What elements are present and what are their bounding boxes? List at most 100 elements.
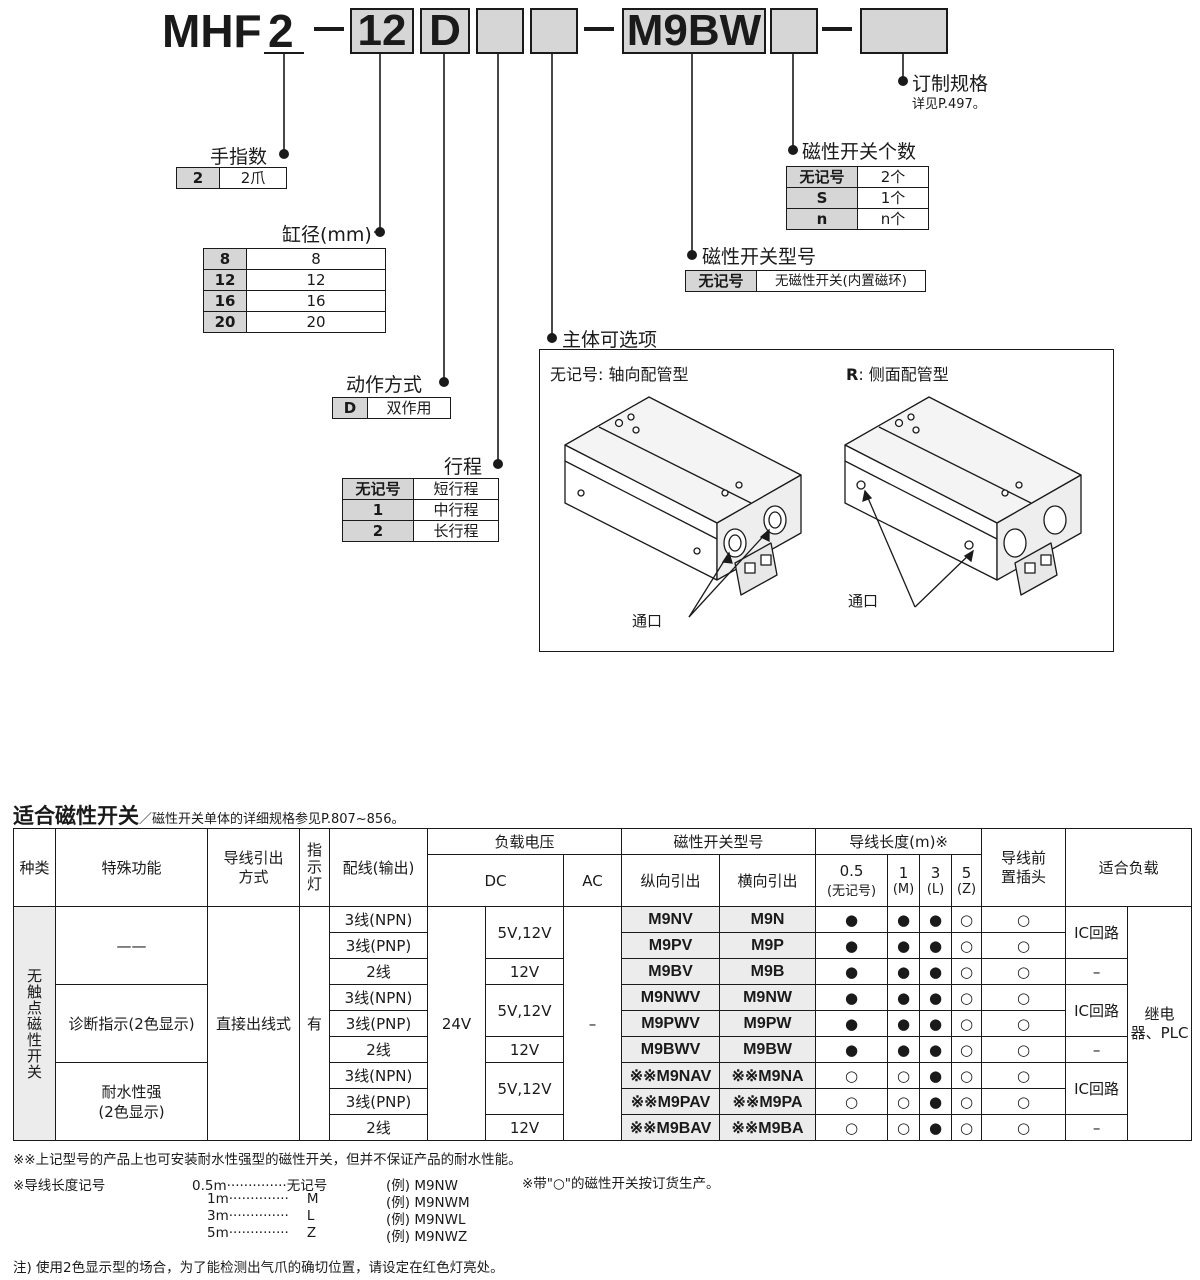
stroke-title: 行程 [444, 456, 483, 478]
len3-mark: ● [919, 1036, 953, 1063]
model-inline: M9PW [719, 1010, 817, 1037]
voltage-cell: 12V [485, 1036, 564, 1063]
stroke-code-box [476, 8, 524, 54]
custom-note: 详见P.497。 [912, 97, 986, 112]
option-value: 双作用 [367, 397, 451, 419]
load-cell: – [1065, 958, 1129, 985]
col-connector-text: 导线前置插头 [1001, 848, 1047, 886]
option-code: 2 [342, 520, 414, 542]
len05-mark: ○ [815, 1062, 889, 1089]
switch-table-title: 适合磁性开关 [13, 804, 139, 828]
option-code: 12 [203, 269, 247, 291]
option-code: 8 [203, 248, 247, 270]
option-value: 16 [246, 290, 386, 312]
custom-dot [898, 76, 908, 86]
option-value: 长行程 [413, 520, 499, 542]
port-label-right: 通口 [848, 592, 879, 610]
lead-len: 5m [207, 1225, 229, 1241]
custom-title: 订制规格 [912, 73, 989, 95]
switch-count-title: 磁性开关个数 [802, 141, 917, 163]
len5-sub: (Z) [957, 882, 977, 897]
footnote-2color: 注) 使用2色显示型的场合，为了能检测出气爪的确切位置，请设定在红色灯亮处。 [13, 1260, 504, 1276]
body-option-dot [547, 333, 557, 343]
col-entry: 导线引出方式 [207, 828, 300, 907]
ac-cell: – [562, 906, 623, 1141]
len05-mark: ● [815, 1036, 889, 1063]
model-perp: M9NV [621, 906, 721, 933]
model-inline: M9NW [719, 984, 817, 1011]
col-dc: DC [427, 854, 564, 907]
type-cell: 无触点磁性开关 [13, 906, 56, 1141]
col-wiring: 配线(输出) [329, 828, 428, 907]
lead-dots: ·············· [228, 1225, 289, 1241]
table-row: D 双作用 [332, 397, 451, 419]
model-perp: ※※M9BAV [621, 1114, 721, 1141]
switch-table: 种类 特殊功能 导线引出方式 指示灯 配线(输出) 负载电压 磁性开关型号 导线… [13, 828, 1193, 1141]
len3-mark: ● [919, 984, 953, 1011]
wiring-cell: 3线(PNP) [329, 1088, 428, 1115]
lead-dots: ·············· [226, 1178, 287, 1194]
switch-table-heading: 适合磁性开关／磁性开关单体的详细规格参见P.807~856。 [13, 800, 404, 830]
len05-mark: ● [815, 906, 889, 933]
dash-2 [584, 27, 614, 31]
option-code: n [786, 208, 858, 230]
len05-mark: ● [815, 984, 889, 1011]
lead-code: 无记号 [286, 1178, 328, 1194]
body-option-box [539, 349, 1114, 652]
bore-code-box: 12 [350, 8, 414, 54]
lead-len: 0.5m [192, 1178, 227, 1194]
option-value: 无磁性开关(内置磁环) [756, 270, 926, 292]
wiring-cell: 3线(PNP) [329, 1010, 428, 1037]
col-entry-text: 导线引出方式 [223, 848, 284, 886]
connector-mark: ○ [981, 1062, 1067, 1089]
len05-mark: ○ [815, 1088, 889, 1115]
model-perp: M9NWV [621, 984, 721, 1011]
len05-mark: ● [815, 958, 889, 985]
len5-mark: ○ [951, 1114, 983, 1141]
custom-code-box [860, 8, 948, 54]
option-code: S [786, 187, 858, 209]
body-option-code-box [530, 8, 578, 54]
len5-mark: ○ [951, 1088, 983, 1115]
axial-text: : 轴向配管型 [598, 365, 689, 384]
lead-dots: ·············· [228, 1191, 289, 1207]
voltage-cell: 5V,12V [485, 1062, 564, 1115]
len3-mark: ● [919, 958, 953, 985]
option-code: 无记号 [685, 270, 757, 292]
len3-mark: ● [919, 1114, 953, 1141]
option-code: 20 [203, 311, 247, 333]
option-value: 中行程 [413, 499, 499, 521]
fingers-code: 2 [268, 5, 294, 57]
side-text: : 侧面配管型 [858, 365, 949, 384]
side-code: R [846, 365, 859, 384]
side-gripper-drawing [844, 396, 1082, 596]
option-value: 短行程 [413, 478, 499, 500]
lead-code: L [306, 1208, 315, 1224]
action-code-box: D [420, 8, 470, 54]
col-inline: 横向引出 [719, 854, 817, 907]
table-row: 无记号短行程 [342, 478, 499, 500]
lead-len: 3m [207, 1208, 229, 1224]
model-inline: ※※M9PA [719, 1088, 817, 1115]
col-lead: 导线长度(m)※ [815, 828, 983, 855]
len1-mark: ● [887, 1036, 921, 1063]
model-perp: M9PWV [621, 1010, 721, 1037]
option-code: 无记号 [342, 478, 414, 500]
switch-type-dot [687, 250, 697, 260]
connector-mark: ○ [981, 932, 1067, 959]
col-model: 磁性开关型号 [621, 828, 817, 855]
dash-1 [314, 27, 344, 31]
len3-mark: ● [919, 932, 953, 959]
lead-example: (例) M9NWM [386, 1195, 470, 1211]
table-row: 无触点磁性开关 —— 直接出线式 有 3线(NPN) 24V 5V,12V – … [13, 906, 1193, 1141]
model-perp: M9PV [621, 932, 721, 959]
switch-type-table: 无记号 无磁性开关(内置磁环) [685, 270, 926, 292]
load-cell: IC回路 [1065, 906, 1129, 959]
